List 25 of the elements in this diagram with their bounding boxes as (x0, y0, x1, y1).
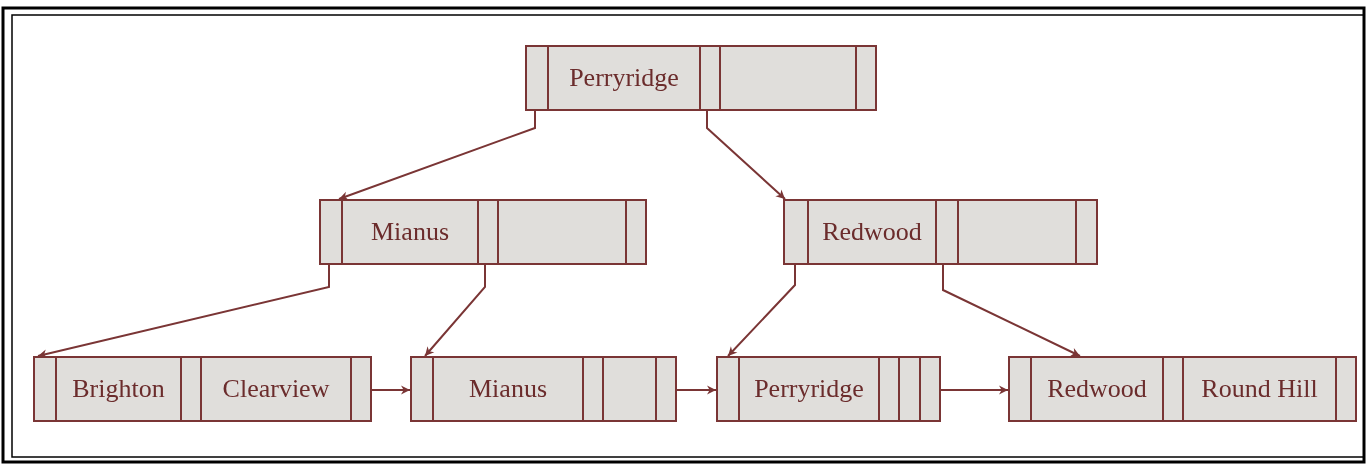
pointer-arrow (424, 264, 486, 357)
key-text: Brighton (72, 374, 165, 404)
pointer-arrow (940, 385, 1009, 395)
pointer-arrow (338, 110, 536, 201)
pointer-arrow (371, 385, 411, 395)
tree-node (319, 199, 647, 265)
key-text: Round Hill (1201, 374, 1318, 404)
pointer-arrow (706, 110, 786, 200)
tree-node (716, 356, 941, 422)
tree-node (33, 356, 372, 422)
key-text: Perryridge (754, 374, 864, 404)
pointer-arrow (37, 264, 330, 359)
pointer-arrow (727, 264, 796, 357)
pointer-arrow (676, 385, 717, 395)
key-text: Clearview (222, 374, 330, 404)
key-text: Mianus (371, 217, 449, 247)
key-text: Redwood (1047, 374, 1147, 404)
key-text: Redwood (822, 217, 922, 247)
tree-node (783, 199, 1098, 265)
tree-node (525, 45, 877, 111)
key-text: Perryridge (569, 63, 679, 93)
tree-node (1008, 356, 1357, 422)
pointer-arrow (942, 264, 1081, 357)
tree-node (410, 356, 677, 422)
key-text: Mianus (469, 374, 547, 404)
